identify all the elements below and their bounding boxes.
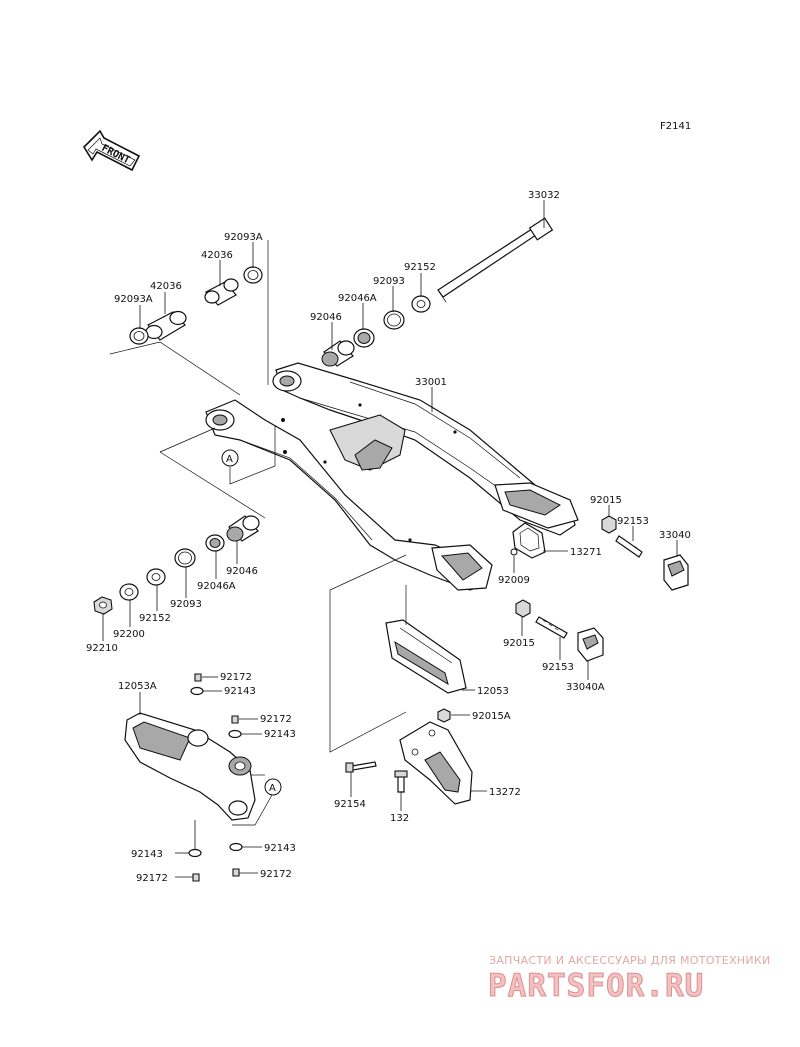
label-33040: 33040 <box>659 530 691 541</box>
label-92143-2: 92143 <box>264 729 296 740</box>
ref-marker-upper: A <box>221 449 239 467</box>
svg-text:A: A <box>269 783 276 794</box>
chain-guide-plate-13271 <box>510 522 546 559</box>
label-92015-lower: 92015 <box>503 638 535 649</box>
label-92143-4: 92143 <box>264 843 296 854</box>
label-92046-upper: 92046 <box>310 312 342 323</box>
label-92093-lower: 92093 <box>170 599 202 610</box>
label-92154: 92154 <box>334 799 366 810</box>
watermark-brand: PARTSFOR.RU <box>488 968 704 1004</box>
label-92152-upper: 92152 <box>404 262 436 273</box>
label-92046-lower: 92046 <box>226 566 258 577</box>
label-92093a-left: 92093A <box>114 294 153 305</box>
label-92153-lower: 92153 <box>542 662 574 673</box>
swingarm-33001 <box>205 362 579 591</box>
label-13271: 13271 <box>570 547 602 558</box>
chain-slipper-12053 <box>385 619 467 694</box>
label-92143-1: 92143 <box>224 686 256 697</box>
figure-code: F2141 <box>660 121 691 132</box>
front-arrow-icon: FRONT <box>82 129 141 172</box>
ref-marker-lower: A <box>264 778 282 796</box>
label-92172-3: 92172 <box>136 873 168 884</box>
label-92172-2: 92172 <box>260 714 292 725</box>
part-labels: 33032 92093A 42036 42036 92093A 92152 92… <box>86 190 691 884</box>
label-92009: 92009 <box>498 575 530 586</box>
label-92172-4: 92172 <box>260 869 292 880</box>
rear-axle-33032 <box>437 217 554 303</box>
label-92153-upper: 92153 <box>617 516 649 527</box>
label-12053a: 12053A <box>118 681 157 692</box>
svg-text:A: A <box>226 454 233 465</box>
label-92210: 92210 <box>86 643 118 654</box>
label-92015a: 92015A <box>472 711 511 722</box>
chain-adjuster-lower <box>515 599 604 662</box>
label-33001: 33001 <box>415 377 447 388</box>
watermark-subtitle: ЗАПЧАСТИ И АКСЕССУАРЫ ДЛЯ МОТОТЕХНИКИ <box>489 954 771 967</box>
label-42036-right: 42036 <box>201 250 233 261</box>
label-12053: 12053 <box>477 686 509 697</box>
chain-adjuster-upper <box>601 515 689 591</box>
label-33032: 33032 <box>528 190 560 201</box>
watermark: ЗАПЧАСТИ И АКСЕССУАРЫ ДЛЯ МОТОТЕХНИКИ PA… <box>488 954 771 1005</box>
leader-lines <box>102 200 678 878</box>
label-92152-lower: 92152 <box>139 613 171 624</box>
label-92046a-upper: 92046A <box>338 293 377 304</box>
label-92143-3: 92143 <box>131 849 163 860</box>
label-92200: 92200 <box>113 629 145 640</box>
label-92093a-right: 92093A <box>224 232 263 243</box>
label-13272: 13272 <box>489 787 521 798</box>
label-33040a: 33040A <box>566 682 605 693</box>
chain-slipper-12053A <box>124 673 256 882</box>
chain-guide-13272 <box>345 708 473 805</box>
label-92015-upper: 92015 <box>590 495 622 506</box>
label-92093-upper: 92093 <box>373 276 405 287</box>
label-42036-left: 42036 <box>150 281 182 292</box>
label-132: 132 <box>390 813 409 824</box>
label-92046a-lower: 92046A <box>197 581 236 592</box>
pivot-parts-lower <box>93 515 260 615</box>
label-92172-1: 92172 <box>220 672 252 683</box>
